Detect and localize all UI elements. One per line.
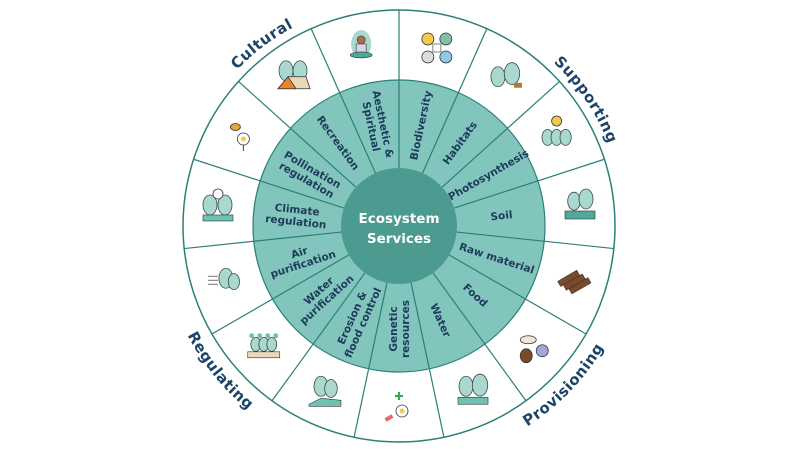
logs-icon [557,269,592,295]
water-drops-icon [247,333,281,359]
biodiversity-icon [421,32,453,64]
wind-trees-icon [207,267,240,291]
segment-divider [211,254,350,335]
co2-trees-icon [202,188,234,222]
segment-divider [441,81,560,188]
segment-label: Air [290,245,311,262]
erosion-icon [308,375,342,407]
center-title: Services [367,231,431,247]
meditation-icon [349,29,373,59]
tent-icon [277,60,311,90]
habitat-deer-icon [490,62,522,88]
segment-divider [456,231,614,250]
dna-flower-icon [384,392,409,422]
water-trees-icon [457,373,489,405]
segment-divider [271,272,366,402]
segment-divider [184,231,342,250]
mushroom-berries-icon [519,335,549,364]
segment-divider [453,158,605,209]
segment-label: Genetic [388,306,400,351]
center-circle [341,168,457,284]
soil-icon [564,188,596,220]
segment-divider [310,28,376,174]
segment-divider [410,282,445,438]
segment-soil: Soil [490,188,596,223]
segment-label: resources [400,300,412,358]
center-title: Ecosystem [358,211,439,227]
segment-divider [448,254,587,335]
segment-label: Soil [490,209,513,223]
segment-divider [422,28,488,174]
bee-flower-icon [229,123,250,151]
segment-label: Climate [274,202,320,219]
sun-trees-icon [541,115,572,146]
segment-divider [432,272,527,402]
segment-divider [193,158,345,209]
segment-divider [238,81,357,188]
segment-divider [353,282,388,438]
